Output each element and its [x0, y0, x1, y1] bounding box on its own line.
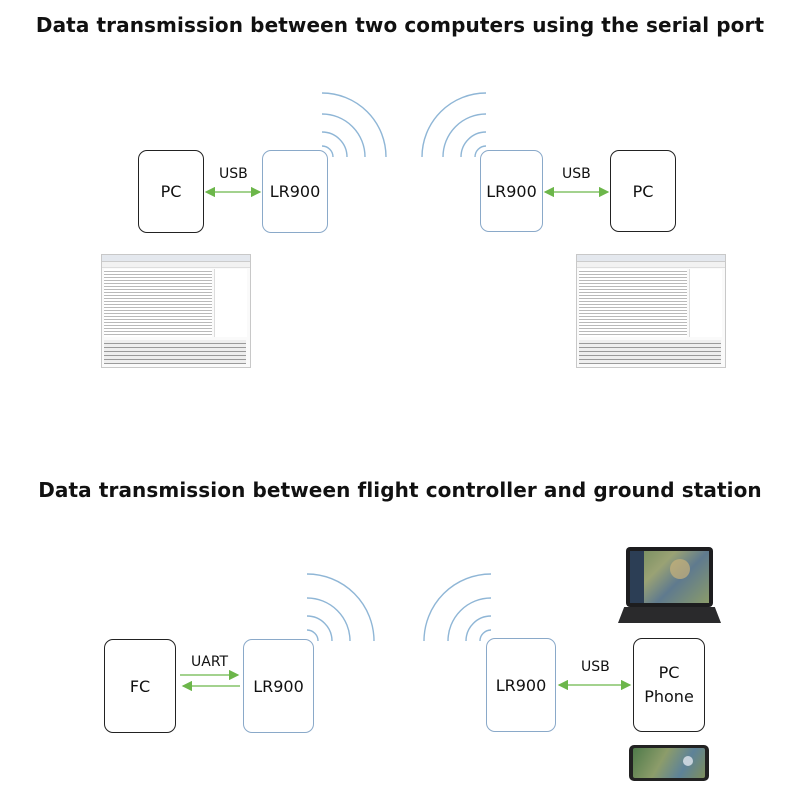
pc-line: PC: [658, 663, 680, 682]
lr900-left-label: LR900: [269, 182, 321, 201]
serial-terminal-screenshot-left: [101, 254, 251, 368]
lr900-gcs-side-label: LR900: [495, 675, 547, 695]
radio-waves-s2-right: [423, 573, 492, 642]
usb-label-left: USB: [219, 166, 248, 182]
phone-ground-station-image: [629, 745, 709, 781]
radio-waves-s1-right: [421, 92, 487, 158]
lr900-box-right: LR900: [480, 150, 543, 232]
phone-line: Phone: [644, 687, 694, 706]
serial-terminal-screenshot-right: [576, 254, 726, 368]
lr900-right-label: LR900: [486, 181, 537, 201]
pc-left-label: PC: [160, 182, 182, 201]
lr900-box-gcs-side: LR900: [486, 638, 556, 732]
usb-label-right: USB: [562, 166, 591, 182]
laptop-ground-station-image: [618, 547, 721, 627]
uart-label: UART: [191, 654, 229, 670]
pc-right-label: PC: [632, 181, 654, 201]
lr900-box-left: LR900: [262, 150, 328, 233]
usb-label-gcs: USB: [581, 659, 610, 675]
fc-label: FC: [129, 676, 151, 696]
pc-box-right: PC: [610, 150, 676, 232]
fc-box: FC: [104, 639, 176, 733]
section1-title: Data transmission between two computers …: [35, 13, 765, 37]
lr900-fc-side-label: LR900: [253, 676, 304, 696]
radio-waves-s2-left: [306, 573, 375, 642]
lr900-box-fc-side: LR900: [243, 639, 314, 733]
radio-waves-s1-left: [321, 92, 387, 158]
section2-title: Data transmission between flight control…: [38, 478, 762, 502]
pc-box-left: PC: [138, 150, 204, 233]
pc-phone-box: PC Phone: [633, 638, 705, 732]
